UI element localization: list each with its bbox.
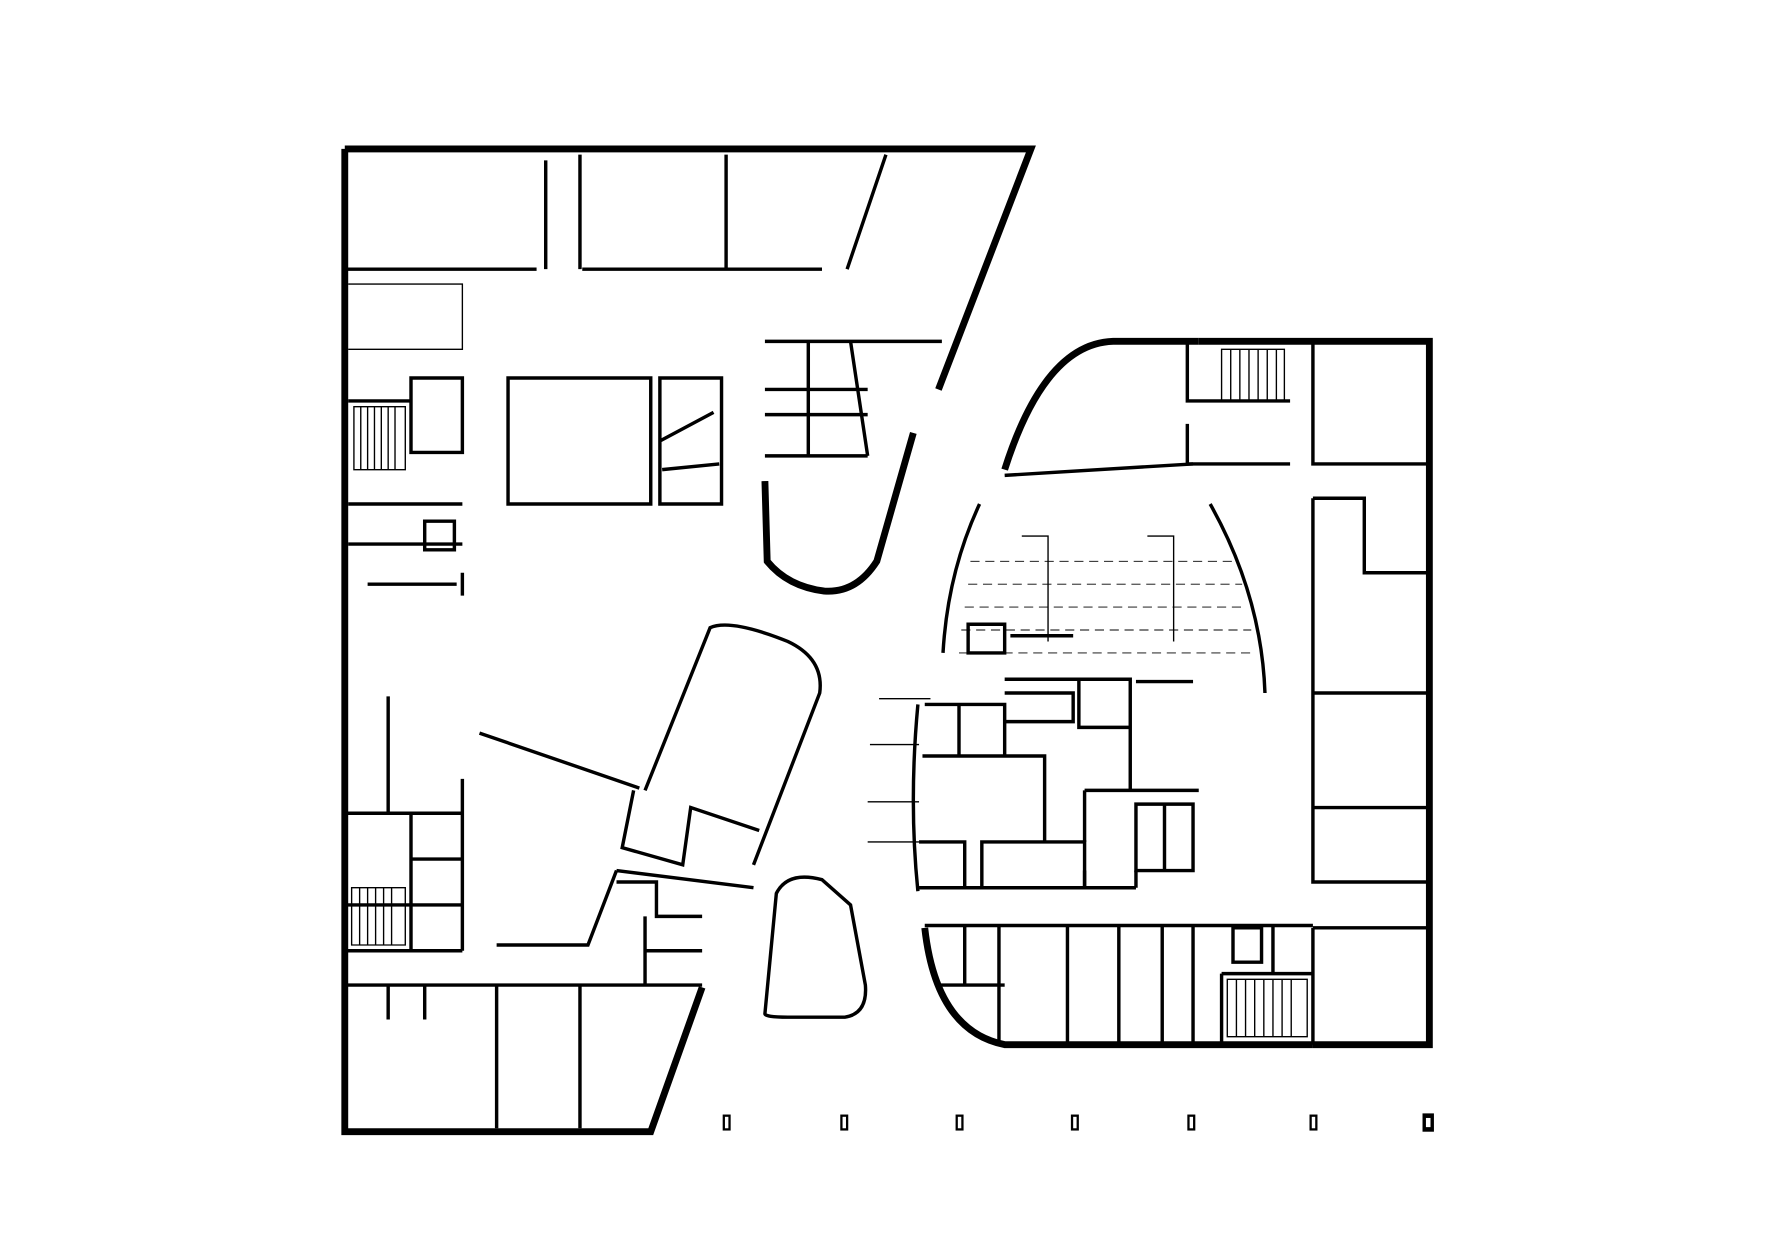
column-marker-inner <box>1425 1117 1431 1128</box>
column-marker <box>840 1114 849 1131</box>
column-marker <box>1070 1114 1079 1131</box>
stairs <box>350 348 1308 1038</box>
interior-walls <box>344 154 1428 1129</box>
column-marker <box>955 1114 964 1131</box>
atrium <box>941 462 1267 694</box>
column-marker <box>1187 1114 1196 1131</box>
column-marker <box>722 1114 731 1131</box>
outer-walls <box>341 145 1433 1136</box>
column-markers <box>722 1113 1434 1132</box>
column-marker <box>1309 1114 1318 1131</box>
